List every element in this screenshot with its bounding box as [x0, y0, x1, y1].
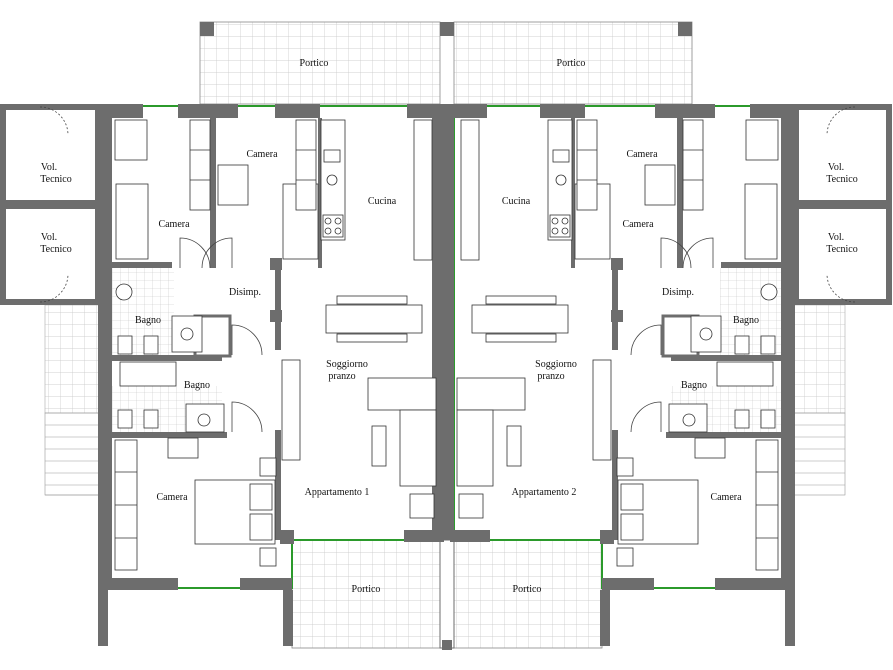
label-tecnico-1: Tecnico — [40, 174, 72, 185]
label-pranzo-1: pranzo — [328, 371, 355, 382]
side-paving-right — [792, 304, 846, 414]
steps-left — [44, 412, 101, 496]
label-portico-bottom-left: Portico — [352, 584, 381, 595]
label-disimp-1: Disimp. — [229, 287, 261, 298]
label-appartamento-2: Appartamento 2 — [512, 487, 577, 498]
side-paving-left — [44, 304, 101, 414]
room-labels: Portico Portico Portico Portico Vol. Tec… — [40, 58, 858, 595]
label-tecnico-3: Tecnico — [826, 174, 858, 185]
furniture-apartment-1 — [114, 119, 437, 571]
label-pranzo-2: pranzo — [537, 371, 564, 382]
label-portico-top-left: Portico — [300, 58, 329, 69]
label-camera-2: Camera — [246, 149, 278, 160]
label-soggiorno-1: Soggiorno — [326, 359, 368, 370]
label-camera-3: Camera — [156, 492, 188, 503]
label-soggiorno-2: Soggiorno — [535, 359, 577, 370]
portico-top-left — [199, 21, 441, 105]
label-camera-1: Camera — [158, 219, 190, 230]
label-camera-6: Camera — [710, 492, 742, 503]
portico-bottom-right — [453, 539, 603, 649]
label-bagno-3: Bagno — [733, 315, 759, 326]
label-bagno-1: Bagno — [135, 315, 161, 326]
door-swings — [179, 237, 714, 433]
label-camera-5: Camera — [622, 219, 654, 230]
portico-top-right — [453, 21, 693, 105]
label-cucina-2: Cucina — [502, 196, 531, 207]
label-vol-4: Vol. — [828, 232, 844, 243]
label-vol-1: Vol. — [41, 162, 57, 173]
label-bagno-4: Bagno — [681, 380, 707, 391]
label-camera-4: Camera — [626, 149, 658, 160]
label-portico-top-right: Portico — [557, 58, 586, 69]
label-vol-3: Vol. — [828, 162, 844, 173]
label-appartamento-1: Appartamento 1 — [305, 487, 370, 498]
furniture-apartment-2 — [456, 119, 779, 571]
porticoes — [44, 21, 846, 650]
label-tecnico-2: Tecnico — [40, 244, 72, 255]
label-cucina-1: Cucina — [368, 196, 397, 207]
label-tecnico-4: Tecnico — [826, 244, 858, 255]
label-bagno-2: Bagno — [184, 380, 210, 391]
label-disimp-2: Disimp. — [662, 287, 694, 298]
label-portico-bottom-right: Portico — [513, 584, 542, 595]
label-vol-2: Vol. — [41, 232, 57, 243]
steps-right — [792, 412, 846, 496]
